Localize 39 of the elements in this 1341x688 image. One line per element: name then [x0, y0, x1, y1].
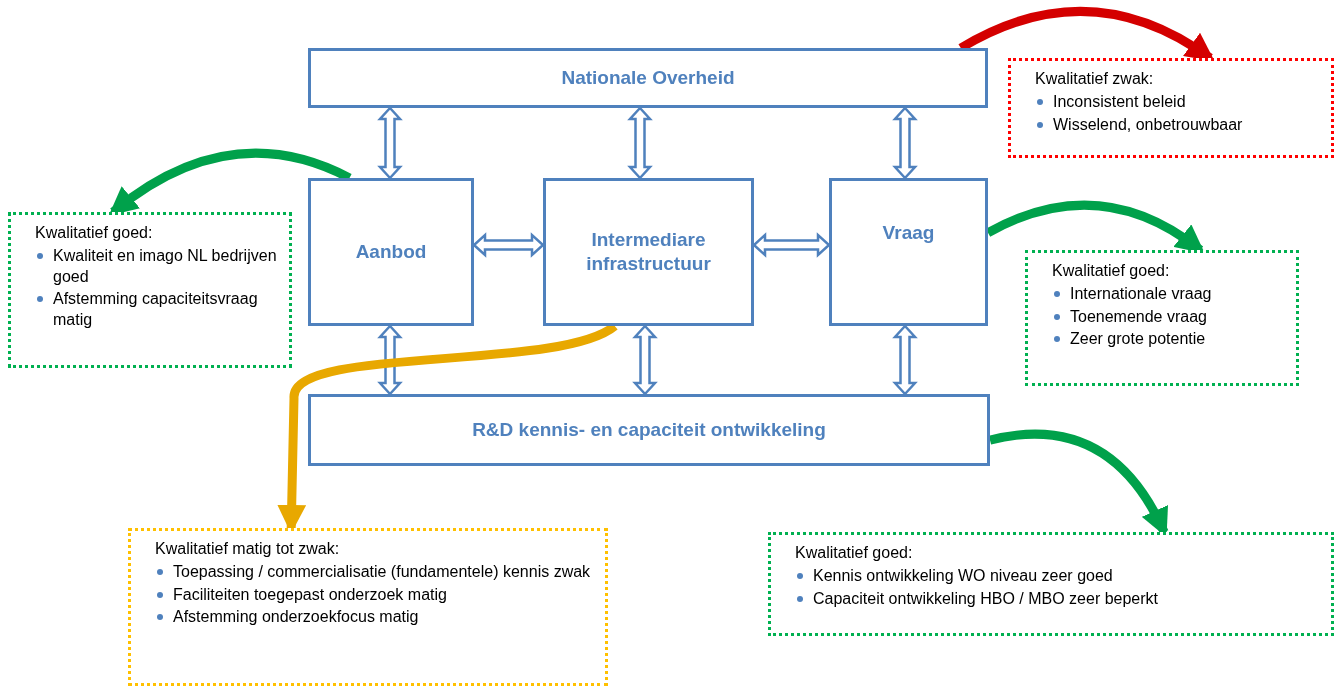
callout-box — [128, 528, 608, 686]
callout-heading: Kwalitatief matig tot zwak: — [155, 539, 341, 559]
process-box — [308, 48, 988, 108]
process-box — [543, 178, 754, 326]
double-arrow — [627, 106, 653, 180]
box-label: R&D kennis- en capaciteit ontwikkeling — [472, 418, 826, 442]
box-label: Aanbod — [355, 240, 427, 264]
double-arrow — [632, 324, 658, 396]
bullet-item: Toenemende vraag — [1052, 306, 1286, 328]
process-box — [829, 178, 988, 326]
bullet-item: Wisselend, onbetrouwbaar — [1035, 114, 1321, 136]
bullet-item: Afstemming capaciteitsvraag matig — [35, 289, 279, 331]
callout-heading: Kwalitatief goed: — [795, 543, 914, 563]
double-arrow — [892, 324, 918, 396]
callout-box — [8, 212, 292, 368]
callout-heading: Kwalitatief goed: — [35, 223, 154, 243]
bullet-item: Internationale vraag — [1052, 283, 1286, 305]
bullet-item: Toepassing / commercialisatie (fundamentele) kennis zwak — [155, 561, 595, 583]
bullet-item: Kennis ontwikkeling WO niveau zeer goed — [795, 565, 1321, 587]
process-box — [308, 178, 474, 326]
callout-box — [768, 532, 1334, 636]
double-arrow — [752, 232, 831, 258]
bullet-item: Inconsistent beleid — [1035, 91, 1321, 113]
bullet-item: Capaciteit ontwikkeling HBO / MBO zeer beperkt — [795, 588, 1321, 610]
callout-heading: Kwalitatief goed: — [1052, 261, 1171, 281]
callout-box — [1008, 58, 1334, 158]
double-arrow — [377, 106, 403, 180]
box-label: Intermediare infrastructuur — [585, 228, 712, 276]
callout-heading: Kwalitatief zwak: — [1035, 69, 1155, 89]
bullet-item: Zeer grote potentie — [1052, 329, 1286, 351]
callout-box — [1025, 250, 1299, 386]
bullet-item: Kwaliteit en imago NL bedrijven goed — [35, 245, 279, 288]
double-arrow — [472, 232, 545, 258]
box-label: Vraag — [882, 221, 935, 245]
double-arrow — [892, 106, 918, 180]
box-label: Nationale Overheid — [561, 66, 735, 90]
bullet-item: Afstemming onderzoekfocus matig — [155, 607, 595, 629]
bullet-item: Faciliteiten toegepast onderzoek matig — [155, 584, 595, 606]
process-box — [308, 394, 990, 466]
